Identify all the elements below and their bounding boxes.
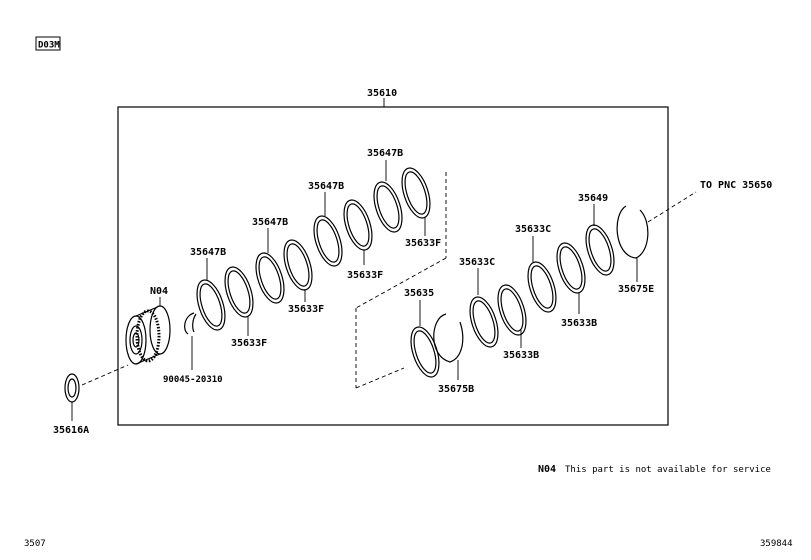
label-35616a: 35616A: [53, 425, 89, 436]
label-n04: N04: [150, 286, 168, 297]
part-35633b-ring-1[interactable]: [493, 282, 532, 339]
label-35633b-1: 35633B: [503, 350, 539, 361]
part-35633f-ring-1[interactable]: [220, 264, 259, 321]
header-code: D03M: [38, 41, 60, 51]
footnote-text: This part is not available for service: [565, 465, 771, 475]
part-35633f-ring-4[interactable]: [397, 165, 436, 222]
part-35633f-ring-2[interactable]: [279, 237, 318, 294]
label-35633b-2: 35633B: [561, 318, 597, 329]
label-35633f-1: 35633F: [231, 338, 267, 349]
assembly-label: 35610: [367, 88, 397, 99]
part-35647b-ring-2[interactable]: [251, 250, 290, 307]
part-35675e-snap-ring[interactable]: [616, 205, 649, 259]
label-90045-20310: 90045-20310: [163, 375, 223, 385]
part-35616a-seal[interactable]: [64, 373, 80, 403]
part-35647b-ring-4[interactable]: [369, 179, 408, 236]
part-35647b-ring-1[interactable]: [192, 277, 231, 334]
footnote-code: N04: [538, 464, 556, 475]
part-90045-snap-ring[interactable]: [184, 312, 197, 335]
label-35633f-3: 35633F: [347, 270, 383, 281]
part-35675b-snap-ring[interactable]: [433, 313, 464, 363]
part-35633c-ring-1[interactable]: [465, 294, 504, 351]
label-35647b-2: 35647B: [252, 217, 288, 228]
label-35635: 35635: [404, 288, 434, 299]
label-35633c-1: 35633C: [459, 257, 495, 268]
part-35633f-ring-3[interactable]: [339, 197, 378, 254]
part-n04-clutch-drum[interactable]: [125, 305, 171, 365]
part-35649-ring[interactable]: [581, 222, 620, 279]
label-35647b-3: 35647B: [308, 181, 344, 192]
label-35633f-4: 35633F: [405, 238, 441, 249]
footer-left-code: 3507: [24, 539, 46, 549]
header-code-box: D03M: [35, 36, 61, 51]
label-35675e: 35675E: [618, 284, 654, 295]
label-35647b-1: 35647B: [190, 247, 226, 258]
part-35633c-ring-2[interactable]: [523, 259, 562, 316]
label-35649: 35649: [578, 193, 608, 204]
label-35675b: 35675B: [438, 384, 474, 395]
part-35633b-ring-2[interactable]: [552, 240, 591, 297]
part-35647b-ring-3[interactable]: [309, 213, 348, 270]
footer-right-code: 359844: [760, 539, 793, 549]
label-35633c-2: 35633C: [515, 224, 551, 235]
part-35635-ring[interactable]: [406, 324, 445, 381]
assembly-frame: [117, 106, 669, 426]
label-35633f-2: 35633F: [288, 304, 324, 315]
pnc-reference[interactable]: TO PNC 35650: [700, 180, 772, 191]
label-35647b-4: 35647B: [367, 148, 403, 159]
